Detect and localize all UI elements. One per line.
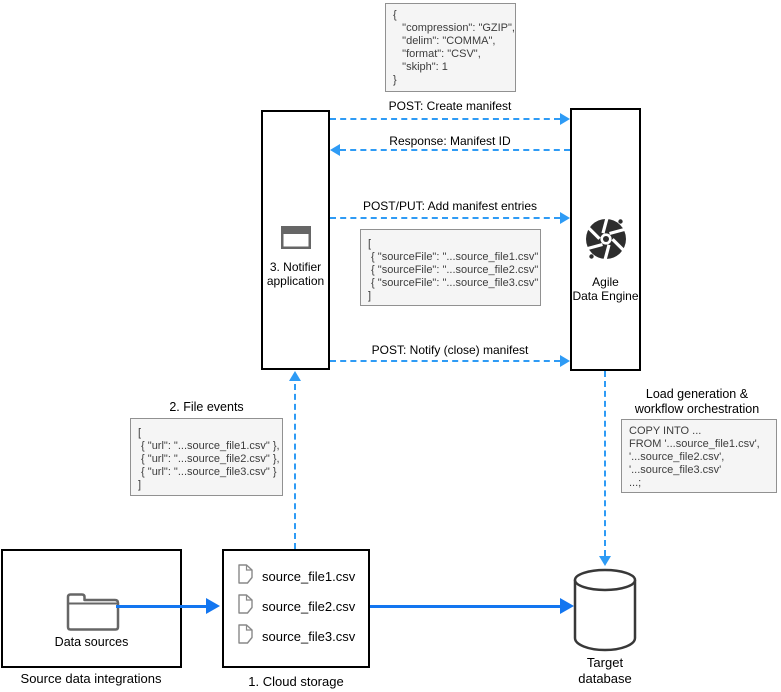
- file-row: source_file2.csv: [238, 594, 355, 619]
- file-name: source_file2.csv: [262, 599, 356, 614]
- file-events-arrow: [294, 374, 296, 549]
- file-row: source_file3.csv: [238, 624, 355, 649]
- msg-create-manifest-arrow: [330, 118, 560, 120]
- msg-response-manifest-arrow: [340, 149, 570, 151]
- load-generation-label: Load generation & workflow orchestration: [634, 387, 760, 416]
- arrowhead-down-icon: [599, 556, 611, 566]
- arrowhead-right-icon: [206, 598, 220, 614]
- msg-notify-manifest-label: POST: Notify (close) manifest: [371, 343, 529, 357]
- data-sources-label: Data sources: [54, 635, 129, 649]
- target-database-caption: Target database: [578, 655, 632, 686]
- msg-add-entries-arrow: [330, 217, 560, 219]
- file-row: source_file1.csv: [238, 564, 355, 589]
- agile-data-engine-label: Agile Data Engine: [572, 275, 639, 303]
- arrowhead-left-icon: [330, 144, 340, 156]
- window-icon: [280, 226, 311, 254]
- notifier-application-box: 3. Notifier application: [261, 110, 330, 370]
- msg-notify-manifest-arrow: [330, 360, 560, 362]
- cloud-storage-caption: 1. Cloud storage: [248, 674, 344, 689]
- database-icon: [573, 568, 637, 657]
- file-icon: [238, 624, 253, 649]
- arrowhead-right-icon: [560, 598, 574, 614]
- data-sources-box: Data sources: [1, 549, 182, 668]
- msg-create-manifest-label: POST: Create manifest: [388, 99, 512, 113]
- source-data-integrations-caption: Source data integrations: [20, 671, 162, 686]
- agile-data-engine-box: Agile Data Engine: [570, 108, 641, 371]
- manifest-entries-code: [ { "sourceFile": "...source_file1.csv" …: [360, 229, 541, 306]
- storage-to-database-arrow: [370, 605, 560, 608]
- file-events-code: [ { "url": "...source_file1.csv" }, { "u…: [130, 418, 283, 496]
- copy-into-code: COPY INTO ... FROM '...source_file1.csv'…: [621, 419, 777, 493]
- load-generation-arrow: [604, 371, 606, 556]
- folder-icon: [65, 587, 121, 636]
- file-name: source_file1.csv: [262, 569, 356, 584]
- manifest-config-code: { "compression": "GZIP", "delim": "COMMA…: [385, 3, 516, 92]
- msg-response-manifest-label: Response: Manifest ID: [389, 134, 511, 148]
- cloud-storage-box: source_file1.csv source_file2.csv source…: [222, 549, 370, 668]
- msg-add-entries-label: POST/PUT: Add manifest entries: [362, 199, 538, 213]
- file-events-label: 2. File events: [169, 400, 244, 414]
- arrowhead-right-icon: [560, 212, 570, 224]
- file-icon: [238, 594, 253, 619]
- file-icon: [238, 564, 253, 589]
- notifier-application-label: 3. Notifier application: [266, 260, 325, 288]
- file-name: source_file3.csv: [262, 629, 356, 644]
- arrowhead-up-icon: [289, 371, 301, 381]
- arrowhead-right-icon: [560, 113, 570, 125]
- sources-to-storage-arrow: [116, 605, 206, 608]
- aperture-icon: [581, 214, 631, 269]
- arrowhead-right-icon: [560, 355, 570, 367]
